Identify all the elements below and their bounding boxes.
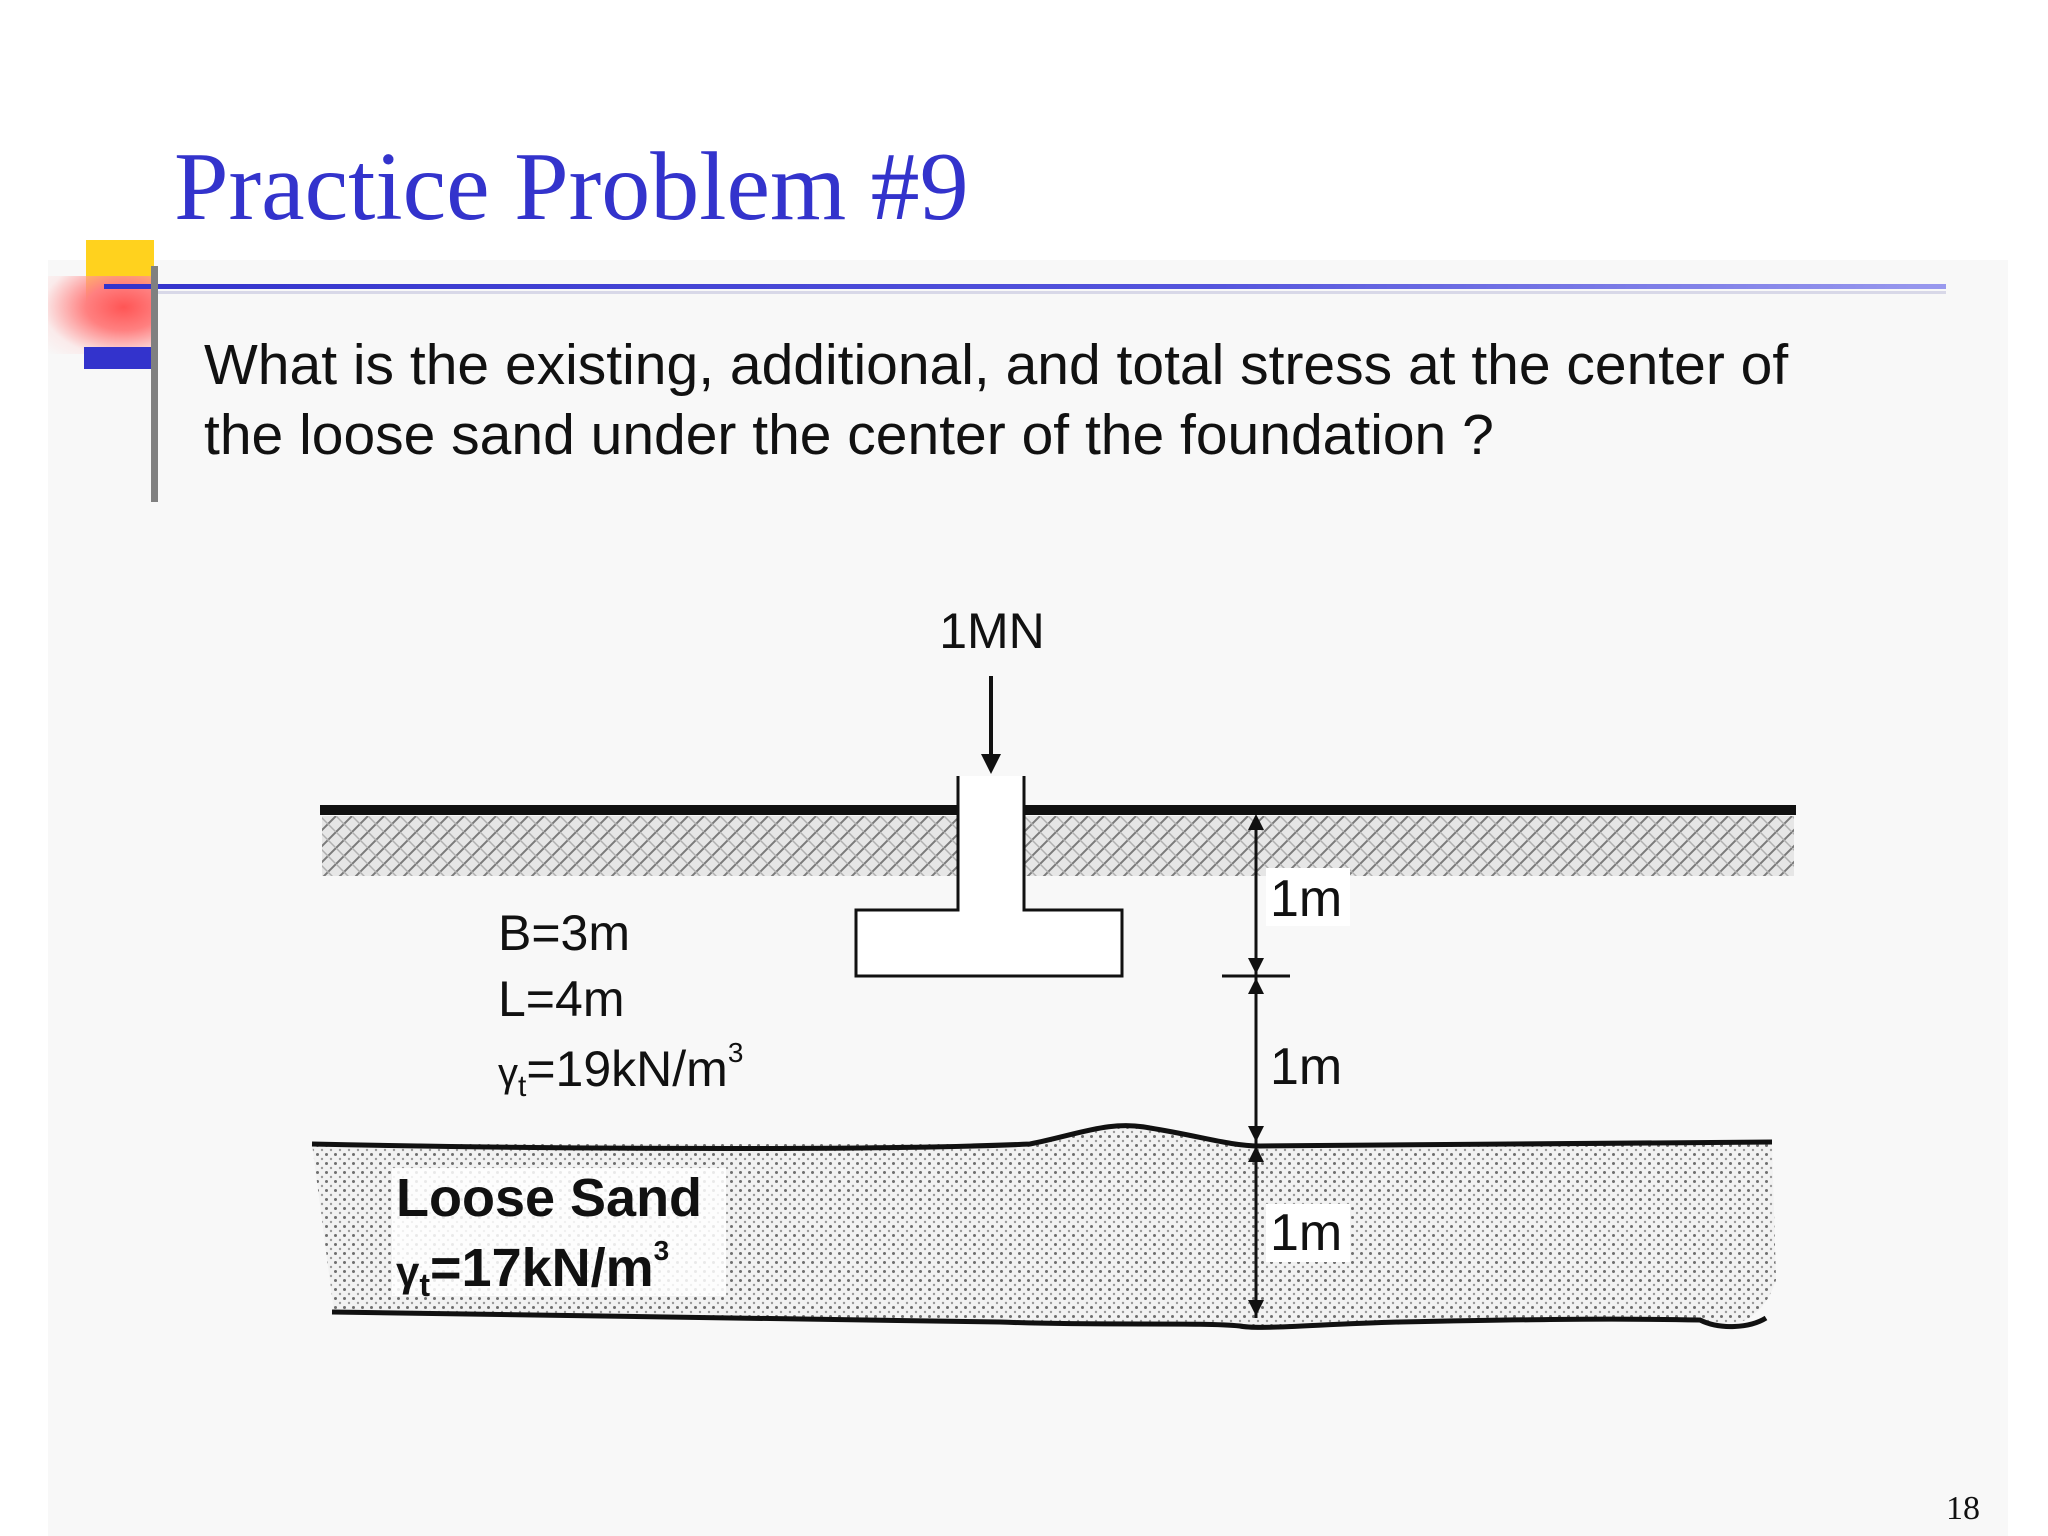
dimension-label-middle: 1m — [1270, 1038, 1342, 1096]
dimension-label-bottom: 1m — [1270, 1204, 1342, 1262]
dimension-arrow-3 — [1248, 1126, 1264, 1142]
question-line-1: What is the existing, additional, and to… — [204, 333, 1789, 397]
sand-label-bg — [392, 1168, 726, 1296]
ground-hatch-right — [1024, 816, 1794, 876]
title-accent-blue-bar — [84, 347, 158, 369]
title-underline — [104, 284, 1946, 289]
dim-label-bg-top — [1266, 868, 1350, 926]
footing-outline — [854, 776, 1124, 978]
upper-soil-unit-weight-label: γt=19kN/m3 — [498, 1037, 743, 1103]
title-accent-red-glow — [48, 276, 156, 354]
foundation-width-label: B=3m — [498, 905, 630, 961]
loose-sand-label: Loose Sand — [396, 1168, 702, 1228]
dimension-arrow-2 — [1248, 978, 1264, 994]
loose-sand-top-boundary — [311, 1123, 1773, 1151]
foundation-length-label: L=4m — [498, 971, 624, 1027]
slide-title: Practice Problem #9 — [174, 133, 969, 241]
dimension-arrow-top — [1248, 814, 1264, 830]
dimension-arrow-bottom — [1248, 1300, 1264, 1316]
load-label: 1MN — [939, 603, 1045, 659]
title-accent-vertical-line — [151, 266, 158, 502]
question-text: What is the existing, additional, and to… — [204, 330, 1964, 470]
dimension-label-top: 1m — [1270, 870, 1342, 928]
dim-label-bg-bottom — [1266, 1204, 1350, 1262]
page-number: 18 — [1946, 1490, 1980, 1527]
sand-unit-weight-label: γt=17kN/m3 — [396, 1235, 669, 1303]
ground-hatch-left — [322, 816, 958, 876]
load-arrow-head — [981, 754, 1001, 774]
title-underline-shadow — [158, 291, 1946, 294]
loose-sand-bottom-boundary — [331, 1309, 1768, 1330]
dimension-arrow-4 — [1248, 1146, 1264, 1162]
dimension-arrow-1 — [1248, 958, 1264, 974]
question-line-2: the loose sand under the center of the f… — [204, 403, 1494, 467]
